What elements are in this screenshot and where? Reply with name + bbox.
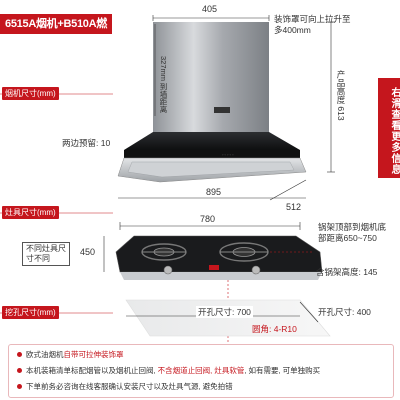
cutout-width: 开孔尺寸: 700 — [196, 306, 253, 318]
bullet-icon — [17, 368, 22, 373]
cutout-depth: 开孔尺寸: 400 — [318, 307, 371, 317]
note-item: 下单前务必咨询在线客服确认安装尺寸以及灶具气源, 避免拍错 — [17, 381, 233, 392]
hood-chimney-width: 405 — [202, 4, 218, 14]
hood-depth: 512 — [286, 202, 302, 212]
knob-left — [163, 265, 173, 275]
hood-cover-note: 装饰罩可向上拉升至多400mm — [274, 14, 351, 35]
hood-height: 产品高度 613 — [336, 70, 346, 121]
stove-size-disclaimer: 不同灶具尺寸不同 — [22, 242, 70, 266]
burner-left — [141, 243, 187, 261]
hood-chimney — [153, 22, 269, 132]
bracket-distance-note: 锅架顶部到烟机底部距离650~750 — [318, 222, 387, 243]
hood-side-margin: 两边预留: 10 — [62, 138, 111, 148]
cutout-shape — [125, 299, 331, 337]
scroll-hint-tab[interactable]: 右滑查看更多信息 — [378, 78, 400, 178]
stove-size-label: 灶具尺寸(mm) — [2, 206, 59, 219]
hood-size-label: 烟机尺寸(mm) — [2, 87, 59, 100]
burner-right — [219, 242, 269, 262]
stove-stand-height: 含锅架高度: 145 — [316, 267, 378, 277]
svg-text:◦ ◦ ◦ ◦ ◦: ◦ ◦ ◦ ◦ ◦ — [222, 152, 234, 157]
cutout-size-label: 挖孔尺寸(mm) — [2, 306, 59, 319]
note-item: 本机装箱清单标配烟管以及烟机止回阀, 不含烟道止回阀, 灶具软管, 如有需要, … — [17, 365, 320, 376]
note-item: 欧式油烟机自带可拉伸装饰罩 — [17, 349, 124, 360]
stove-depth: 450 — [80, 247, 96, 257]
hood-canopy — [124, 132, 300, 150]
stove-width: 780 — [200, 214, 216, 224]
bullet-icon — [17, 352, 22, 357]
knob-right — [251, 265, 261, 275]
hood-wall-distance: 327mm 到墙距离 — [159, 56, 168, 114]
bullet-icon — [17, 384, 22, 389]
product-title: 6515A烟机+B510A燃气灶 — [0, 14, 112, 50]
cutout-radius: 圆角: 4-R10 — [252, 324, 297, 334]
notes-panel: 欧式油烟机自带可拉伸装饰罩 本机装箱清单标配烟管以及烟机止回阀, 不含烟道止回阀… — [8, 344, 394, 398]
hood-width: 895 — [206, 187, 222, 197]
